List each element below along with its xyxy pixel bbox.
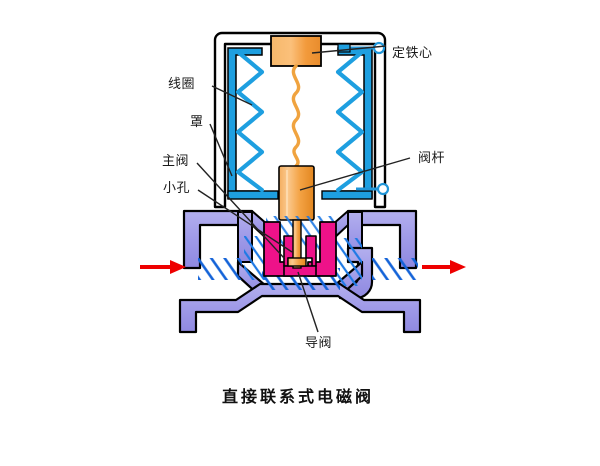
valve-seat-assembly [263,221,337,277]
terminal-bottom [356,182,390,196]
flow-region-outlet [336,238,418,286]
label-fixed-iron-core: 定铁心 [392,46,433,61]
label-coil: 线圈 [168,77,196,92]
leader-lines [196,45,411,333]
diagram-title: 直接联系式电磁阀 [222,387,375,406]
flow-region-inlet [198,236,266,280]
outlet-flow-arrow [422,260,466,274]
label-small-hole: 小孔 [163,181,191,196]
coil-bobbin-frames [227,47,373,200]
fixed-iron-core [270,35,322,67]
coil-winding-left [235,49,265,193]
valve-stem-rod [287,219,307,269]
return-spring [291,64,301,168]
inlet-flow-arrow [140,260,186,274]
label-shroud: 罩 [190,115,204,130]
coil-winding-right [335,49,365,193]
label-valve-stem: 阀杆 [418,151,446,166]
label-pilot-valve: 导阀 [305,336,333,351]
plunger-core [278,165,315,221]
label-main-valve: 主阀 [162,154,190,169]
